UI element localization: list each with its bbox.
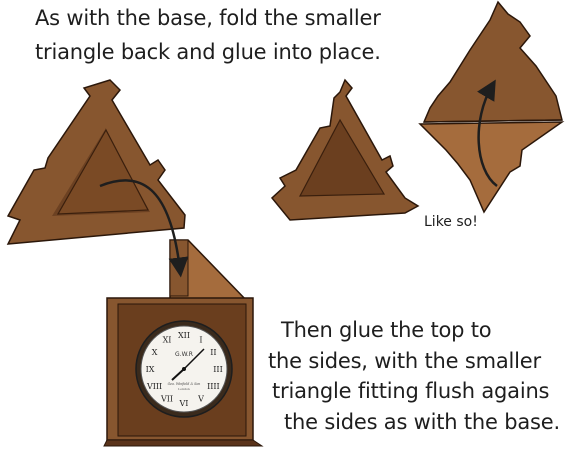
instruction-bottom-line4: the sides as with the base. (284, 410, 560, 434)
clock-numeral: I (199, 336, 202, 345)
instruction-bottom-line2: the sides, with the smaller (268, 349, 541, 373)
clock-numeral: XI (163, 336, 172, 345)
clock-numeral: IIII (207, 382, 220, 391)
clock-location: London (178, 387, 189, 391)
clock-numeral: VII (160, 394, 173, 403)
clock-numeral: II (210, 348, 216, 357)
instruction-top-line1: As with the base, fold the smaller (35, 6, 381, 30)
instruction-bottom-line1: Then glue the top to (281, 318, 491, 342)
clock-maker: Geo. Winfield & Son (168, 382, 201, 386)
instruction-top-line2: triangle back and glue into place. (35, 40, 381, 64)
caption-like-so: Like so! (424, 214, 478, 230)
clock-numeral: V (197, 394, 204, 403)
middle-triangle-piece (272, 80, 418, 220)
large-triangle-piece (8, 80, 185, 244)
clock-numeral: III (213, 365, 222, 374)
clock-numeral: IX (146, 365, 155, 374)
clock-numeral: VIII (146, 382, 162, 391)
instruction-bottom-line3: triangle fitting flush agains (272, 379, 549, 403)
clock-numeral: X (152, 348, 158, 357)
clock-numeral: XII (178, 331, 190, 340)
clock-numeral: VI (179, 399, 189, 408)
clock-brand: G.W.R (175, 351, 193, 358)
